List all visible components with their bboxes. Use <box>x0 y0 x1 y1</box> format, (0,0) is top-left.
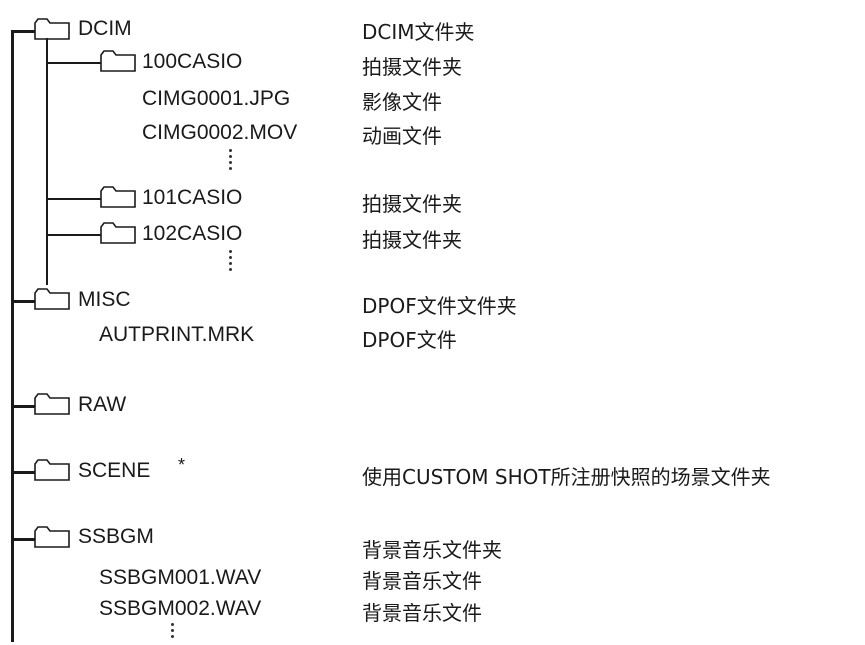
desc-misc: DPOF文件文件夹 <box>362 294 517 318</box>
folder-icon <box>34 18 70 40</box>
folder-icon <box>34 393 70 415</box>
desc-mov: 动画文件 <box>362 124 442 148</box>
connector <box>13 30 35 33</box>
connector <box>13 471 35 474</box>
folder-name-100casio[interactable]: 100CASIO <box>142 50 243 73</box>
tree-trunk-line <box>11 30 14 642</box>
file-name-mov[interactable]: CIMG0002.MOV <box>142 121 298 144</box>
connector <box>47 62 101 64</box>
desc-102casio: 拍摄文件夹 <box>362 228 462 252</box>
folder-name-scene[interactable]: SCENE <box>78 459 151 482</box>
desc-101casio: 拍摄文件夹 <box>362 192 462 216</box>
connector <box>13 300 35 303</box>
desc-jpg: 影像文件 <box>362 90 442 114</box>
footnote-mark: * <box>178 455 186 475</box>
connector <box>47 198 101 200</box>
folder-name-misc[interactable]: MISC <box>78 288 131 311</box>
dcim-branch-line <box>46 38 48 285</box>
desc-100casio: 拍摄文件夹 <box>362 55 462 79</box>
desc-scene: 使用CUSTOM SHOT所注册快照的场景文件夹 <box>362 465 771 489</box>
folder-name-ssbgm[interactable]: SSBGM <box>78 525 154 548</box>
folder-icon <box>34 288 70 310</box>
desc-ssbgm001: 背景音乐文件 <box>362 569 482 593</box>
folder-icon <box>34 526 70 548</box>
folder-icon <box>100 50 136 72</box>
folder-name-102casio[interactable]: 102CASIO <box>142 222 243 245</box>
folder-icon <box>34 459 70 481</box>
file-name-ssbgm001[interactable]: SSBGM001.WAV <box>99 566 262 589</box>
file-name-jpg[interactable]: CIMG0001.JPG <box>142 87 291 110</box>
folder-name-101casio[interactable]: 101CASIO <box>142 186 243 209</box>
folder-name-dcim[interactable]: DCIM <box>78 17 132 40</box>
file-name-autprint[interactable]: AUTPRINT.MRK <box>99 323 255 346</box>
folder-name-raw[interactable]: RAW <box>78 393 127 416</box>
connector <box>13 538 35 541</box>
file-name-ssbgm002[interactable]: SSBGM002.WAV <box>99 597 262 620</box>
connector <box>13 405 35 408</box>
vertical-ellipsis-icon <box>171 623 174 641</box>
desc-ssbgm: 背景音乐文件夹 <box>362 538 502 562</box>
desc-autprint: DPOF文件 <box>362 328 457 352</box>
vertical-ellipsis-icon <box>229 250 232 274</box>
folder-icon <box>100 186 136 208</box>
vertical-ellipsis-icon <box>229 149 232 173</box>
connector <box>47 234 101 236</box>
folder-icon <box>100 222 136 244</box>
desc-ssbgm002: 背景音乐文件 <box>362 601 482 625</box>
desc-dcim: DCIM文件夹 <box>362 20 475 44</box>
